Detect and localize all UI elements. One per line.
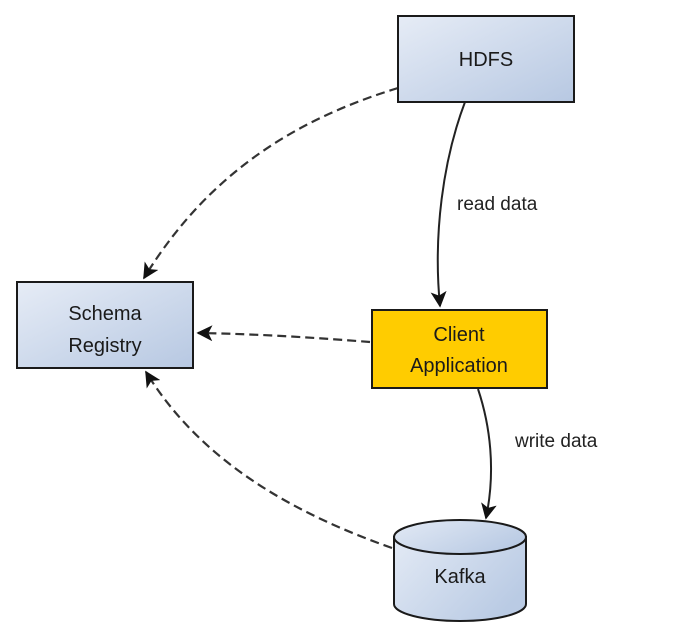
edge-client-to-schema: [196, 325, 371, 344]
edge-client-to-kafka: [477, 388, 497, 520]
node-kafka[interactable]: Kafka: [393, 519, 527, 622]
edge-hdfs-to-schema: [143, 86, 399, 280]
node-client-application-label-line2: Application: [410, 355, 508, 377]
edge-kafka-to-schema: [145, 370, 393, 550]
node-kafka-label: Kafka: [434, 566, 486, 588]
node-schema-registry[interactable]: Schema Registry: [16, 281, 194, 369]
node-hdfs[interactable]: HDFS: [397, 15, 575, 103]
node-schema-registry-label-line1: Schema: [68, 303, 142, 325]
node-schema-registry-label-line2: Registry: [68, 335, 141, 357]
edge-label-write-data: write data: [514, 431, 598, 452]
node-client-application[interactable]: Client Application: [371, 309, 548, 389]
node-client-application-label-line1: Client: [433, 324, 485, 346]
edges: [143, 86, 497, 550]
node-hdfs-label: HDFS: [459, 49, 513, 71]
edge-hdfs-to-client: [430, 101, 466, 308]
edge-label-read-data: read data: [457, 194, 538, 215]
